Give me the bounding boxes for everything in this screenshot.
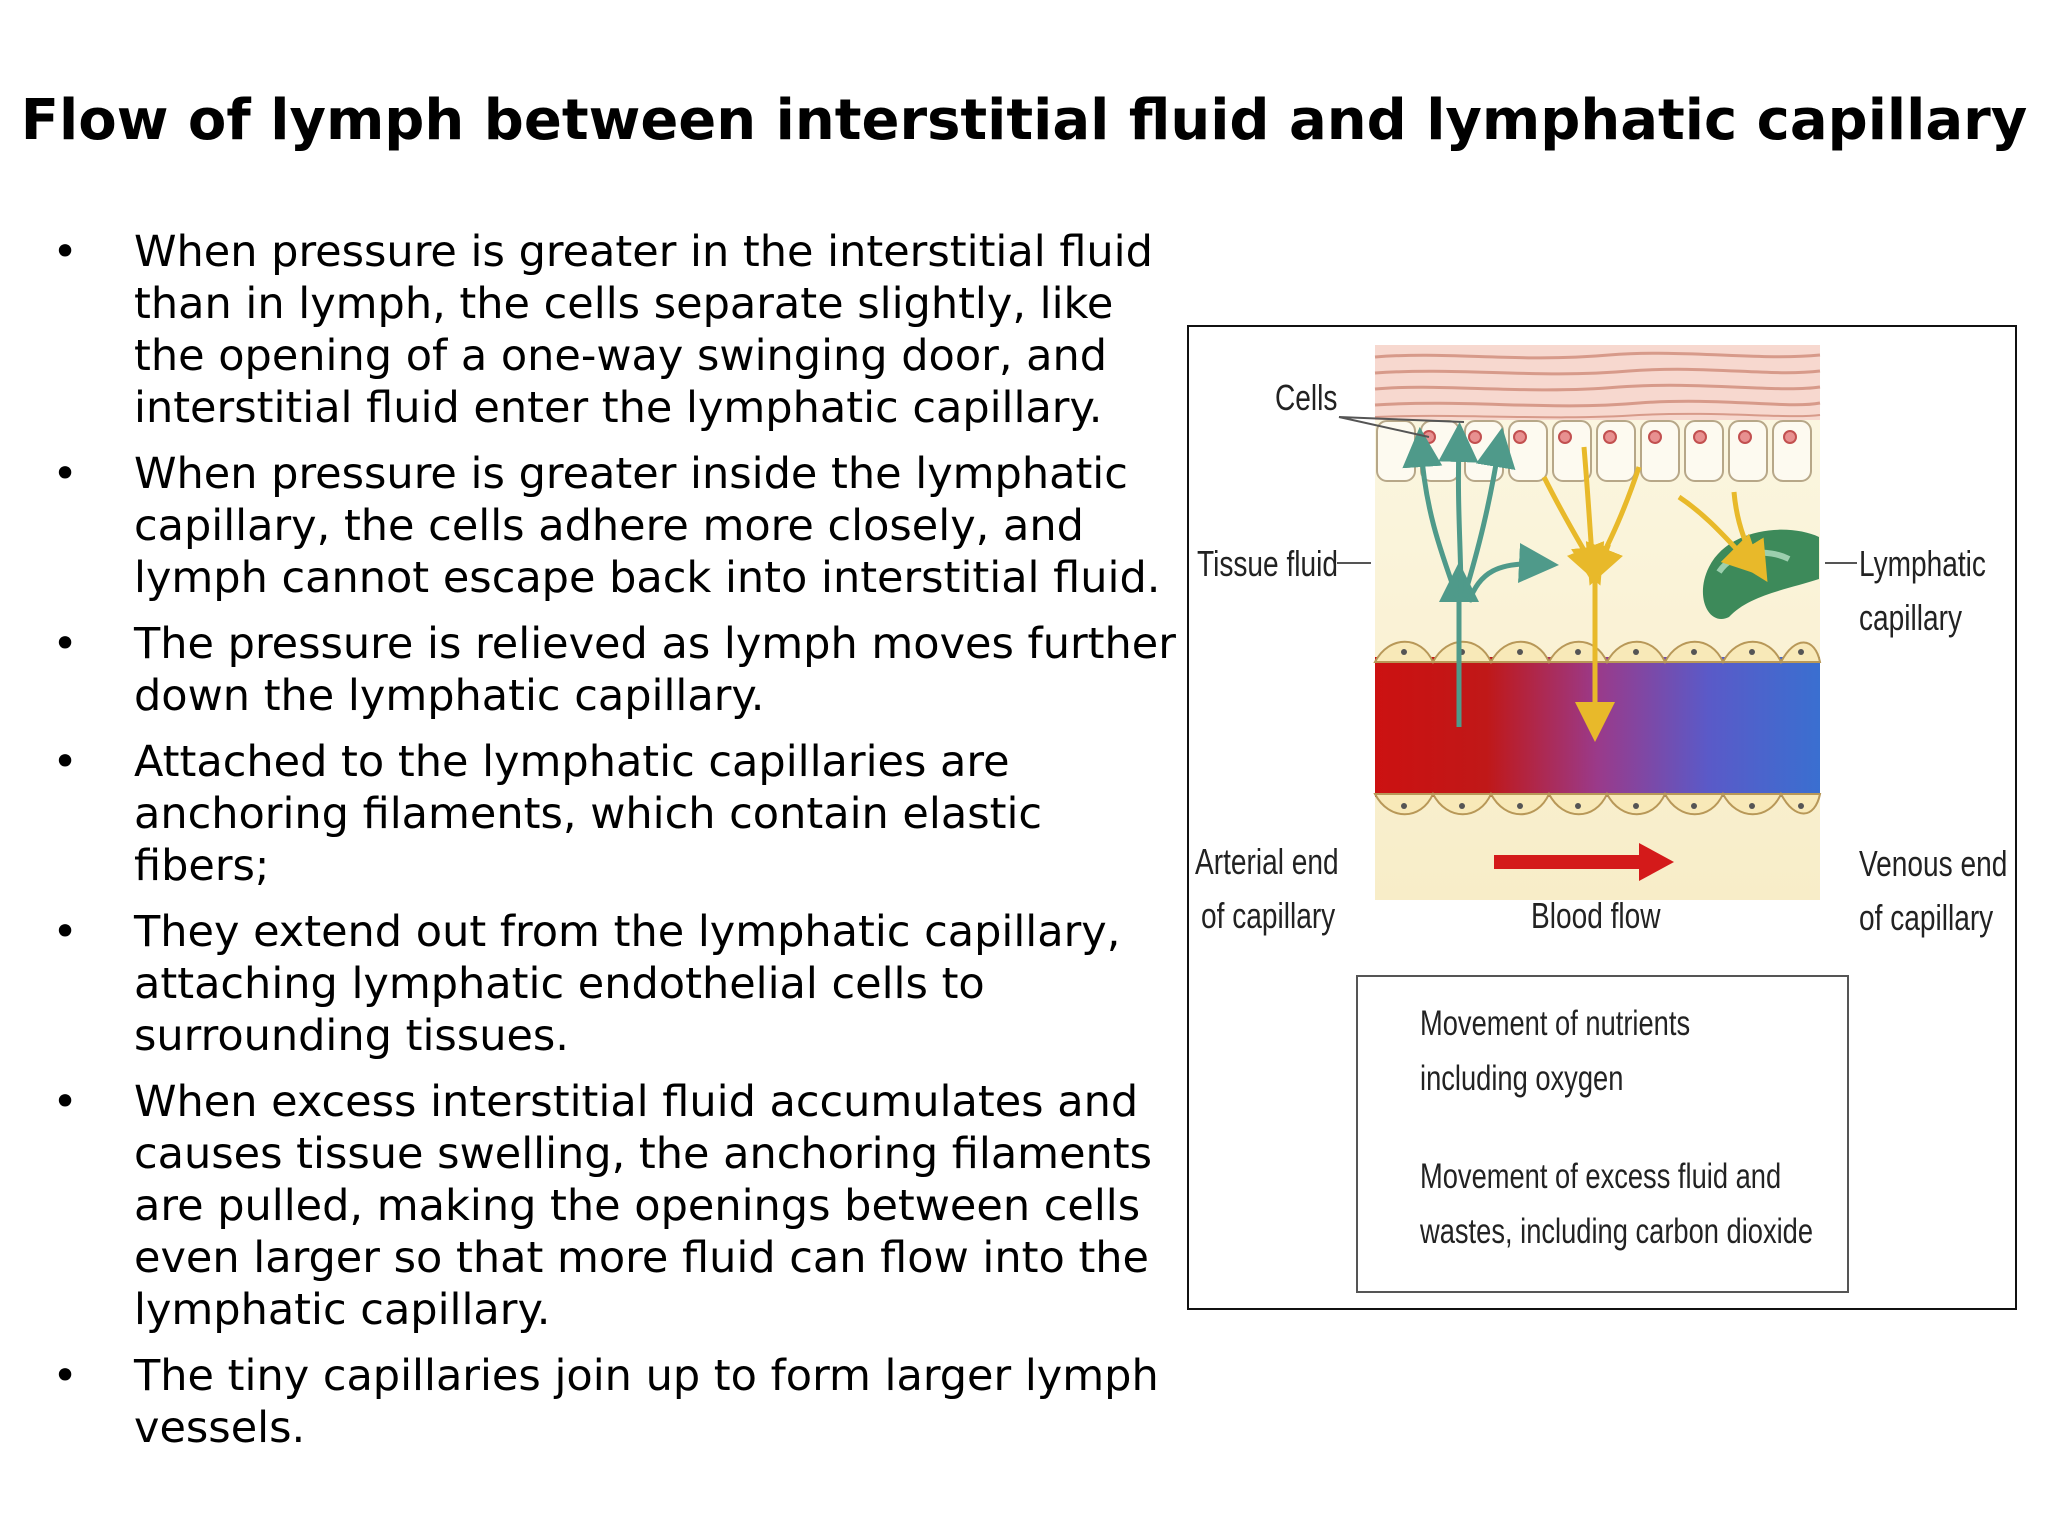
legend-nutrients-line1: Movement of nutrients — [1420, 1004, 1691, 1043]
legend-fluid-line1: Movement of excess fluid and — [1420, 1157, 1782, 1196]
lymph-capillary-figure: Cells Tissue fluid Lymphatic capillary A… — [1187, 325, 2017, 1310]
legend-fluid-line2: wastes, including carbon dioxide — [1420, 1212, 1814, 1251]
label-leader-lines — [1337, 416, 1857, 564]
figure-legend: Movement of nutrients including oxygen M… — [1356, 975, 1849, 1293]
bullet-text: When pressure is greater in the intersti… — [134, 227, 1153, 433]
bullet-item: • When excess interstitial fluid accumula… — [50, 1076, 1180, 1336]
venous-end-label-line2: of capillary — [1859, 897, 1994, 938]
bullet-text: Attached to the lymphatic capillaries ar… — [134, 737, 1043, 891]
bullet-item: • Attached to the lymphatic capillaries a… — [50, 736, 1180, 892]
arterial-end-label-line1: Arterial end — [1195, 841, 1339, 882]
lymphatic-capillary-label-line1: Lymphatic — [1859, 543, 1986, 584]
arterial-end-label-line2: of capillary — [1201, 895, 1336, 936]
bullet-item: • When pressure is greater inside the lym… — [50, 448, 1180, 604]
legend-nutrients-line2: including oxygen — [1420, 1059, 1624, 1098]
bullet-text: They extend out from the lymphatic capil… — [134, 907, 1121, 1061]
bullet-text: The pressure is relieved as lymph moves … — [134, 619, 1176, 721]
bullet-marker: • — [52, 1351, 78, 1401]
bullet-marker: • — [52, 449, 78, 499]
bullet-marker: • — [52, 227, 78, 277]
bullet-marker: • — [52, 737, 78, 787]
tissue-fluid-label: Tissue fluid — [1197, 543, 1338, 584]
bullet-marker: • — [52, 907, 78, 957]
bullet-text: The tiny capillaries join up to form lar… — [134, 1351, 1159, 1453]
bullet-text: When pressure is greater inside the lymp… — [134, 449, 1161, 603]
slide-title: Flow of lymph between interstitial fluid… — [20, 88, 2028, 153]
blood-flow-arrow — [1494, 843, 1674, 881]
nutrient-arrows — [1402, 422, 1559, 727]
tissue-layer — [1374, 345, 1821, 420]
capillary-illustration — [1337, 345, 1857, 1194]
bullet-marker: • — [52, 1077, 78, 1127]
lymphatic-capillary-label-line2: capillary — [1859, 597, 1962, 638]
bullet-text: When excess interstitial fluid accumulat… — [134, 1077, 1153, 1335]
bullet-list: • When pressure is greater in the interst… — [50, 226, 1180, 1468]
venous-end-label-line1: Venous end — [1859, 843, 2008, 884]
bullet-item: • When pressure is greater in the interst… — [50, 226, 1180, 434]
cell-nuclei — [1422, 430, 1797, 444]
blood-flow-label: Blood flow — [1531, 895, 1661, 936]
cells-label: Cells — [1275, 377, 1338, 418]
bullet-item: • The pressure is relieved as lymph moves… — [50, 618, 1180, 722]
bullet-item: • They extend out from the lymphatic capi… — [50, 906, 1180, 1062]
bullet-marker: • — [52, 619, 78, 669]
waste-arrows — [1541, 446, 1768, 742]
bullet-item: • The tiny capillaries join up to form la… — [50, 1350, 1180, 1454]
